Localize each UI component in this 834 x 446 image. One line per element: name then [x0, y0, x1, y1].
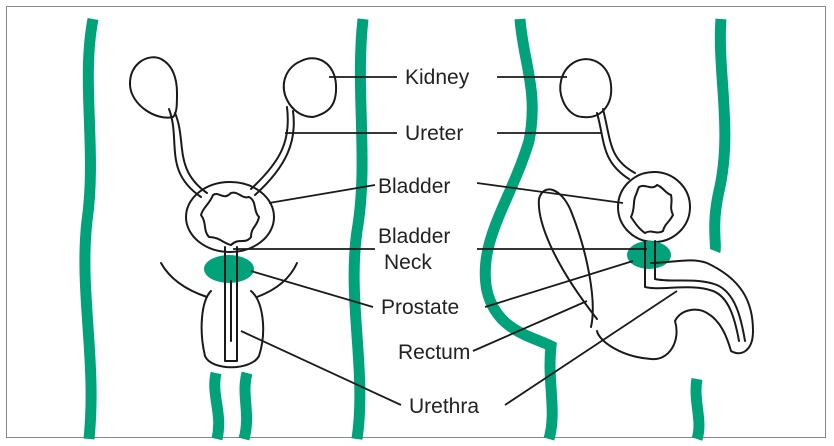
front-view-center-body-line	[354, 19, 363, 439]
front-pelvis-left	[161, 263, 207, 297]
side-ureter	[597, 113, 629, 179]
side-view-back-body-line	[485, 19, 552, 439]
front-bladder-outer	[186, 182, 274, 252]
side-bladder-inner	[631, 185, 673, 233]
label-rectum: Rectum	[398, 341, 470, 364]
front-view-right-leg-line	[244, 373, 247, 439]
front-prostate	[204, 255, 254, 283]
label-bladder-neck-line2: Neck	[384, 251, 432, 274]
side-ureter-inner	[603, 109, 635, 173]
front-right-ureter-inner	[251, 107, 288, 189]
label-prostate: Prostate	[381, 296, 459, 319]
front-right-kidney	[284, 58, 336, 117]
side-rectum	[539, 189, 597, 327]
prostate-leader-side	[485, 261, 633, 307]
urethra-leader-side	[505, 291, 677, 405]
urethra-leader-front	[241, 331, 401, 405]
front-view-left-body-line	[85, 19, 93, 439]
anatomy-figure: Kidney Ureter Bladder Bladder Neck Prost…	[6, 6, 826, 438]
front-bladder-inner	[201, 193, 259, 245]
label-bladder-neck-line1: Bladder	[378, 225, 450, 248]
label-bladder: Bladder	[378, 175, 450, 198]
front-pelvis-right	[257, 263, 297, 297]
front-left-ureter-inner	[175, 113, 207, 193]
bladder-leader-side	[477, 183, 623, 203]
front-view-organs	[130, 57, 336, 367]
label-kidney: Kidney	[405, 66, 470, 89]
side-view-leg-line	[696, 379, 699, 439]
side-view-front-body-line	[715, 19, 725, 251]
front-view-left-leg-line	[215, 373, 219, 439]
anatomy-labels: Kidney Ureter Bladder Bladder Neck Prost…	[378, 66, 479, 418]
label-urethra: Urethra	[409, 395, 479, 418]
front-left-kidney	[130, 57, 177, 117]
label-ureter: Ureter	[405, 122, 463, 145]
front-scrotum	[202, 291, 264, 367]
side-prostate	[627, 241, 671, 269]
